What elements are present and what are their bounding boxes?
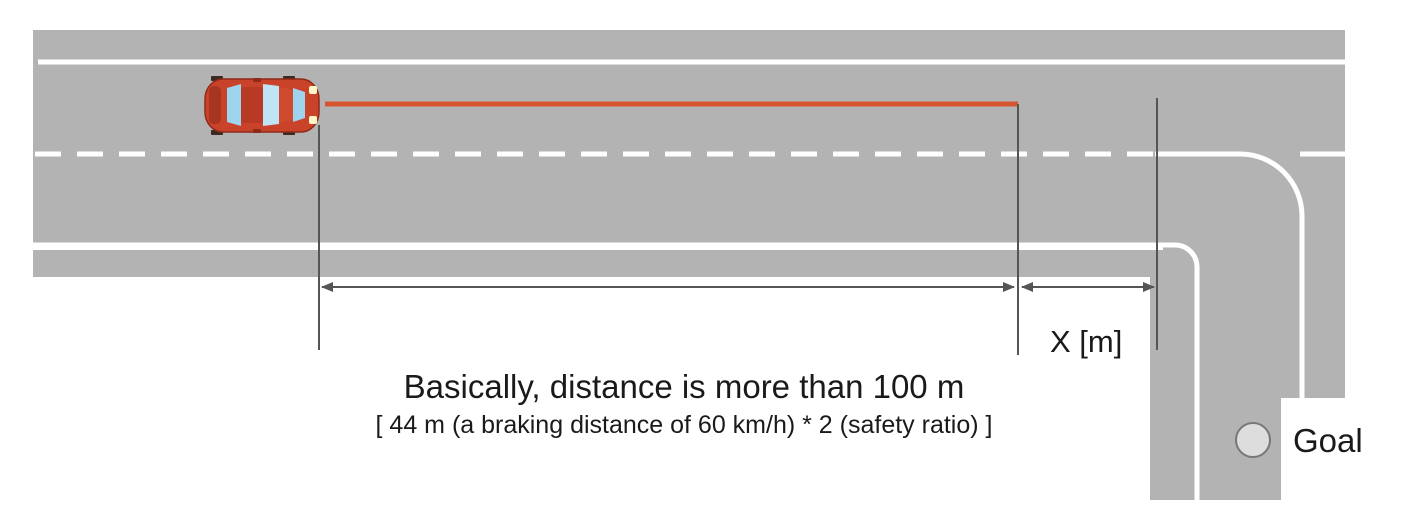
upper-corner-edge-line	[1155, 151, 1305, 400]
lower-corner-edge-line	[1150, 242, 1200, 500]
goal-label: Goal	[1293, 422, 1363, 459]
goal-marker-icon	[1235, 422, 1271, 458]
x-distance-label: X [m]	[1050, 324, 1122, 359]
measurement-guides	[318, 98, 1158, 355]
subline-text: [ 44 m (a braking distance of 60 km/h) *…	[376, 411, 993, 439]
goal-marker: Goal	[1235, 398, 1411, 503]
shoulder-divider	[33, 243, 1163, 250]
lane-markings	[33, 59, 1345, 500]
headline-text: Basically, distance is more than 100 m	[404, 368, 965, 405]
goal-background	[1281, 398, 1411, 503]
side-road-surface	[1150, 150, 1345, 400]
car-icon	[204, 76, 320, 135]
